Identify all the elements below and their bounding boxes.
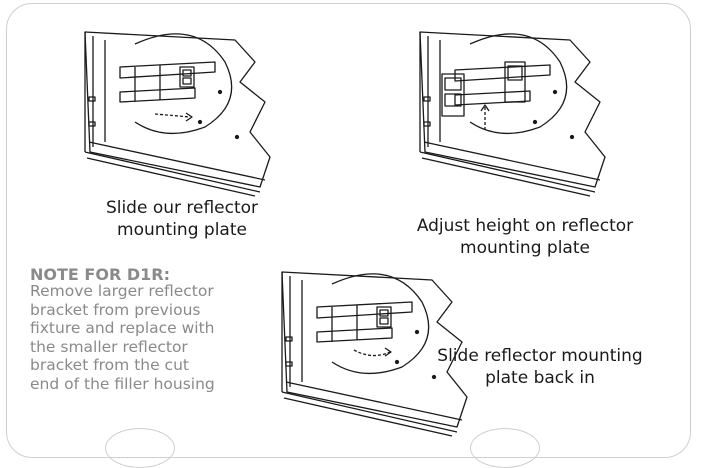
note-body: Remove larger reflector bracket from pre… — [30, 282, 215, 393]
step-2-illustration — [400, 22, 620, 197]
fixture-drawing — [281, 271, 468, 437]
fixture-drawing — [84, 31, 271, 197]
step-3-illustration — [262, 262, 482, 437]
instruction-page: Slide our reflector mounting plate — [6, 3, 691, 468]
step-3-caption: Slide reflector mounting plate back in — [437, 346, 643, 388]
fixture-drawing — [419, 31, 606, 197]
bottom-arc-right — [470, 428, 540, 468]
step-1-caption: Slide our reflector mounting plate — [105, 198, 259, 240]
note-title: NOTE FOR D1R: — [30, 265, 170, 284]
bottom-arc-left — [105, 428, 175, 468]
step-2-caption: Adjust height on reflector mounting plat… — [416, 216, 634, 258]
step-1-illustration — [65, 22, 285, 197]
